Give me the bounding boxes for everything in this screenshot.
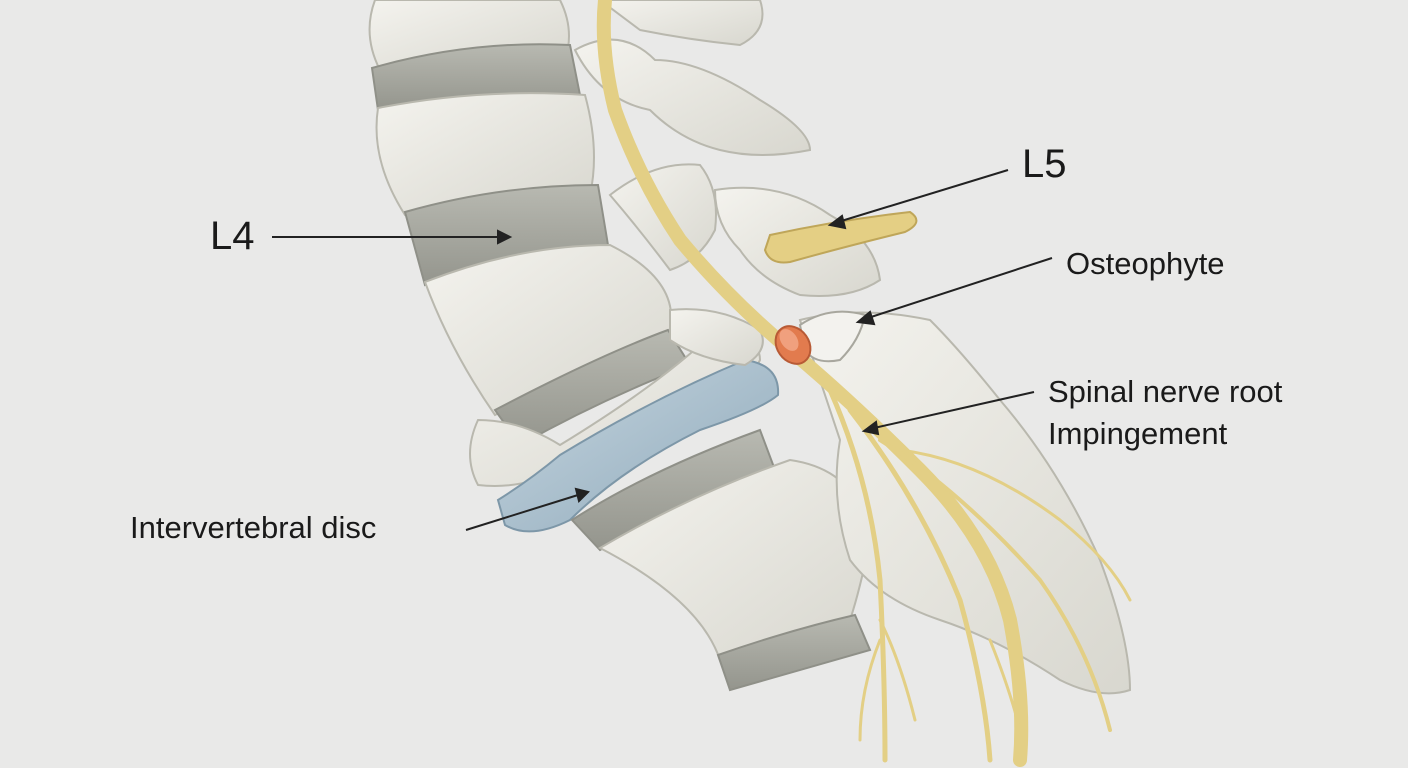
nerve-branch-3: [878, 438, 1112, 732]
arrow-l5: [827, 214, 847, 230]
nerve-twig-2: [858, 638, 882, 742]
nerve-twig-3: [988, 638, 1022, 732]
arrow-l4: [497, 229, 513, 245]
label-nerve-root-line1: Spinal nerve root: [1048, 374, 1283, 409]
disc-bottom: [716, 613, 872, 692]
process-top: [598, 0, 764, 47]
nerve-branch-1: [827, 387, 888, 763]
impingement-ring-highlight: [779, 329, 799, 351]
arrow-nerve-root: [861, 420, 880, 436]
leader-nerve-root: [873, 391, 1035, 429]
leader-l5: [837, 169, 1009, 223]
l5-transverse-process: [763, 210, 918, 264]
vertebral-bodies: [368, 0, 872, 692]
process-upper: [573, 38, 812, 156]
label-nerve-root-line2: Impingement: [1048, 416, 1228, 451]
leader-disc: [465, 494, 579, 531]
label-osteophyte: Osteophyte: [1066, 246, 1225, 281]
impingement-marker: [774, 325, 812, 365]
nerve-twig-1: [878, 618, 917, 722]
leader-lines: [272, 169, 1053, 531]
osteophyte-spur: [798, 310, 867, 363]
nerve-branch-2: [847, 407, 993, 763]
intervertebral-disc-bulge: [496, 358, 780, 533]
pedicle-l5: [669, 308, 764, 367]
nerve-branch-4: [898, 448, 1132, 602]
vertebra-sacral: [597, 458, 872, 662]
label-intervertebral-disc: Intervertebral disc: [130, 510, 377, 545]
label-l5: L5: [1022, 142, 1067, 186]
leader-osteophyte: [867, 257, 1053, 319]
label-l4: L4: [210, 214, 255, 258]
arrow-disc: [574, 487, 590, 503]
arrow-osteophyte: [855, 310, 876, 326]
